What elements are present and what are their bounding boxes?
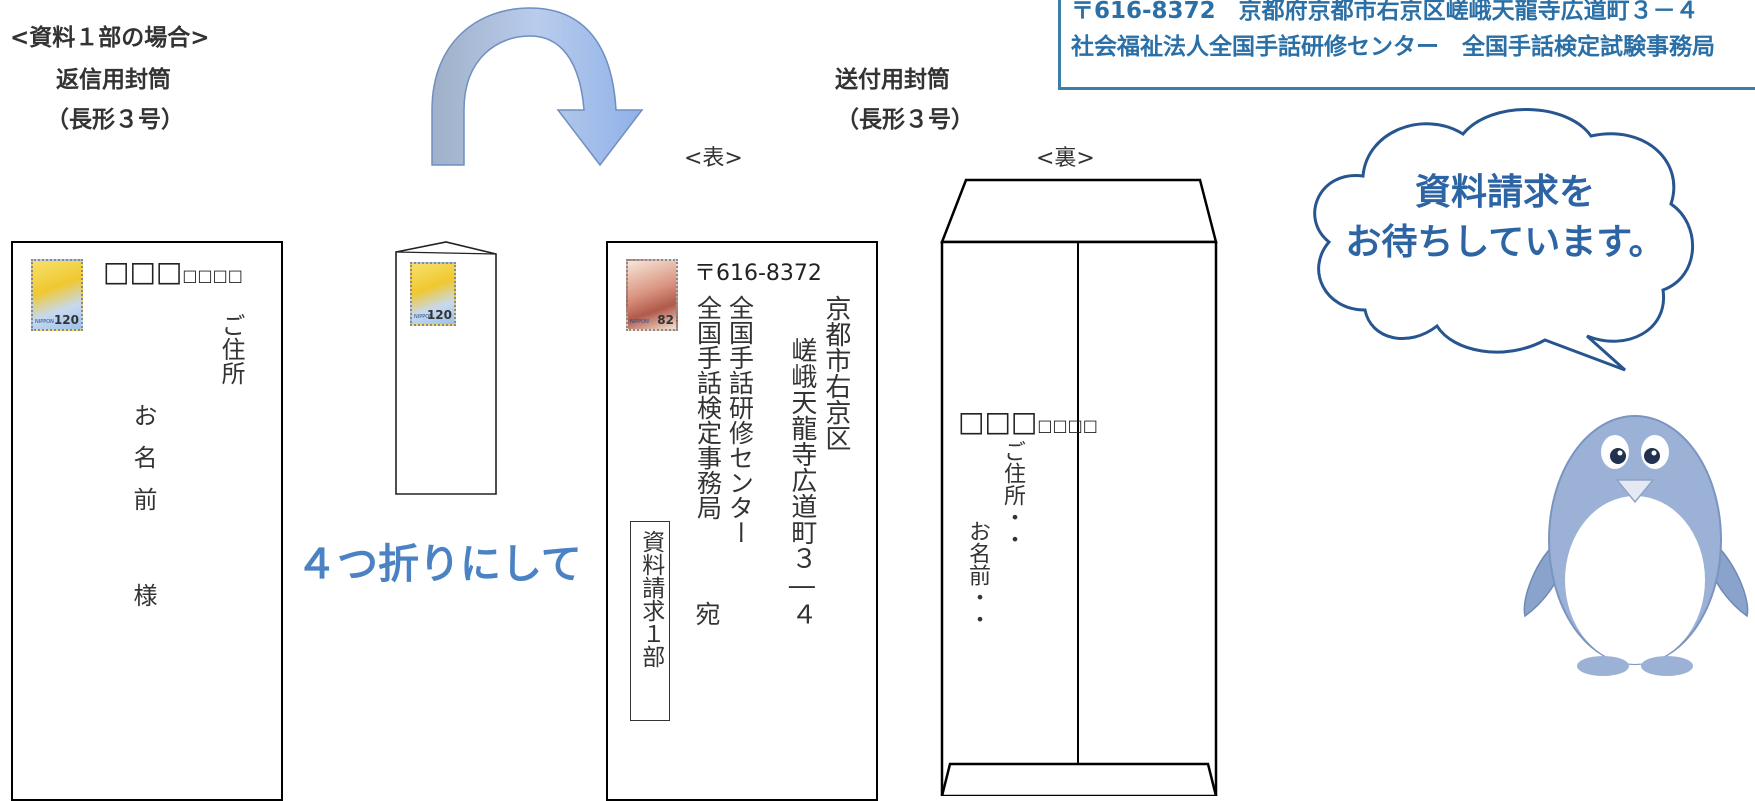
send-envelope-title: 送付用封筒 bbox=[835, 67, 950, 93]
fold-arrow bbox=[431, 7, 644, 167]
return-envelope-title: 返信用封筒 bbox=[56, 67, 171, 93]
honorific-label: 宛 bbox=[692, 601, 721, 626]
org-line-2: 全国手話検定事務局 bbox=[693, 295, 723, 520]
postal-code-boxes: □□□□□□□ bbox=[958, 405, 1098, 438]
request-note: 資料請求１部 bbox=[637, 530, 664, 668]
return-envelope: NIPPON 120 □□□□□□□ ご住所 お名前 様 bbox=[11, 241, 283, 801]
postal-code: 〒616-8372 bbox=[694, 261, 822, 286]
speech-cloud bbox=[1313, 108, 1694, 372]
penguin-mascot bbox=[1523, 415, 1749, 676]
name-label: お名前 bbox=[129, 403, 157, 529]
address-banner: 〒616-8372 京都府京都市右京区嵯峨天龍寺広道町３－４ 社会福祉法人全国手… bbox=[1058, 0, 1755, 90]
back-label: <裏> bbox=[1036, 146, 1095, 171]
return-envelope-size: （長形３号） bbox=[46, 107, 184, 133]
address-line-1: 京都市右京区 bbox=[820, 295, 851, 451]
folded-stamp-image: NIPPON 120 bbox=[410, 262, 456, 326]
request-note-box: 資料請求１部 bbox=[630, 521, 670, 721]
send-envelope-front: NIPPON 82 〒616-8372 京都市右京区 嵯峨天龍寺広道町３―４ 全… bbox=[606, 241, 878, 801]
honorific-label: 様 bbox=[129, 583, 157, 607]
fold-instruction: ４つ折りにして bbox=[296, 540, 582, 588]
org-line-1: 全国手話研修センター bbox=[725, 295, 755, 545]
address-line-2: 嵯峨天龍寺広道町３―４ bbox=[786, 337, 817, 627]
speech-text: 資料請求を お待ちしています。 bbox=[1330, 168, 1680, 269]
speech-line-2: お待ちしています。 bbox=[1345, 222, 1665, 264]
send-envelope-size: （長形３号） bbox=[836, 107, 974, 133]
name-label: お名前・・ bbox=[965, 520, 990, 630]
send-envelope-back bbox=[940, 178, 1218, 796]
banner-line-1: 〒616-8372 京都府京都市右京区嵯峨天龍寺広道町３－４ bbox=[1071, 0, 1699, 24]
postal-code-boxes: □□□□□□□ bbox=[103, 255, 243, 288]
stamp-image: NIPPON 120 bbox=[31, 259, 83, 331]
address-label: ご住所 bbox=[217, 313, 245, 385]
front-label: <表> bbox=[684, 146, 743, 171]
address-label: ご住所・・ bbox=[1000, 440, 1025, 550]
speech-line-1: 資料請求を bbox=[1414, 172, 1595, 213]
stamp-image: NIPPON 82 bbox=[626, 259, 678, 331]
banner-line-2: 社会福祉法人全国手話研修センター 全国手話検定試験事務局 bbox=[1071, 34, 1715, 60]
case-title: <資料１部の場合> bbox=[10, 25, 210, 51]
